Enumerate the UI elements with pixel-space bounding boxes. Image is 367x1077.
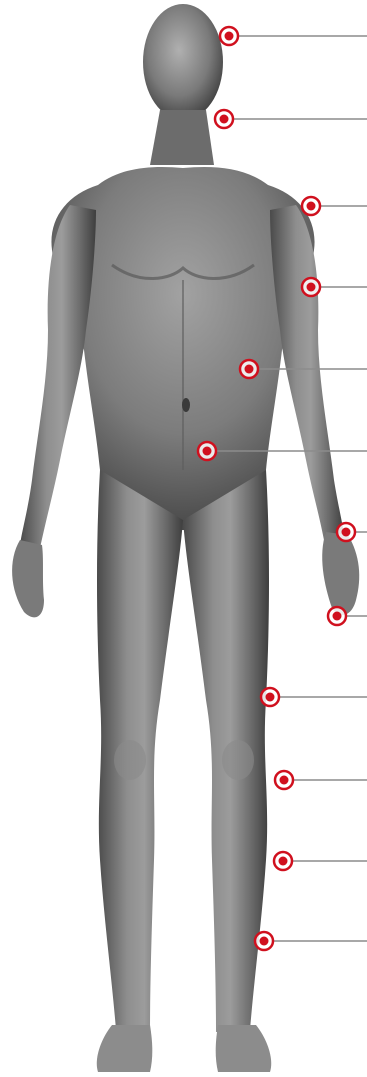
left-knee <box>114 740 146 780</box>
marker-dot-calf <box>279 857 288 866</box>
human-figure <box>12 4 359 1072</box>
right-hand <box>322 532 359 615</box>
marker-dot-wrist <box>342 528 351 537</box>
marker-dot-knee <box>280 776 289 785</box>
right-knee <box>222 740 254 780</box>
left-arm <box>20 205 96 548</box>
right-foot <box>216 1025 272 1072</box>
marker-shoulder[interactable] <box>302 197 367 215</box>
marker-calf[interactable] <box>274 852 367 870</box>
right-arm <box>270 205 344 540</box>
marker-dot-abdomen <box>245 365 254 374</box>
navel <box>182 398 190 412</box>
marker-knee[interactable] <box>275 771 367 789</box>
marker-thigh[interactable] <box>261 688 367 706</box>
marker-shin[interactable] <box>255 932 367 950</box>
marker-dot-thigh <box>266 693 275 702</box>
marker-dot-groin <box>203 447 212 456</box>
marker-dot-fingers <box>333 612 342 621</box>
head <box>143 4 223 120</box>
left-hand <box>12 540 44 617</box>
marker-head[interactable] <box>220 27 367 45</box>
marker-dot-neck <box>220 115 229 124</box>
marker-dot-head <box>225 32 234 41</box>
marker-dot-upper-arm <box>307 283 316 292</box>
marker-upper-arm[interactable] <box>302 278 367 296</box>
left-foot <box>97 1025 153 1072</box>
marker-dot-shin <box>260 937 269 946</box>
neck <box>150 110 214 165</box>
marker-neck[interactable] <box>215 110 367 128</box>
marker-dot-shoulder <box>307 202 316 211</box>
marker-wrist[interactable] <box>337 523 367 541</box>
